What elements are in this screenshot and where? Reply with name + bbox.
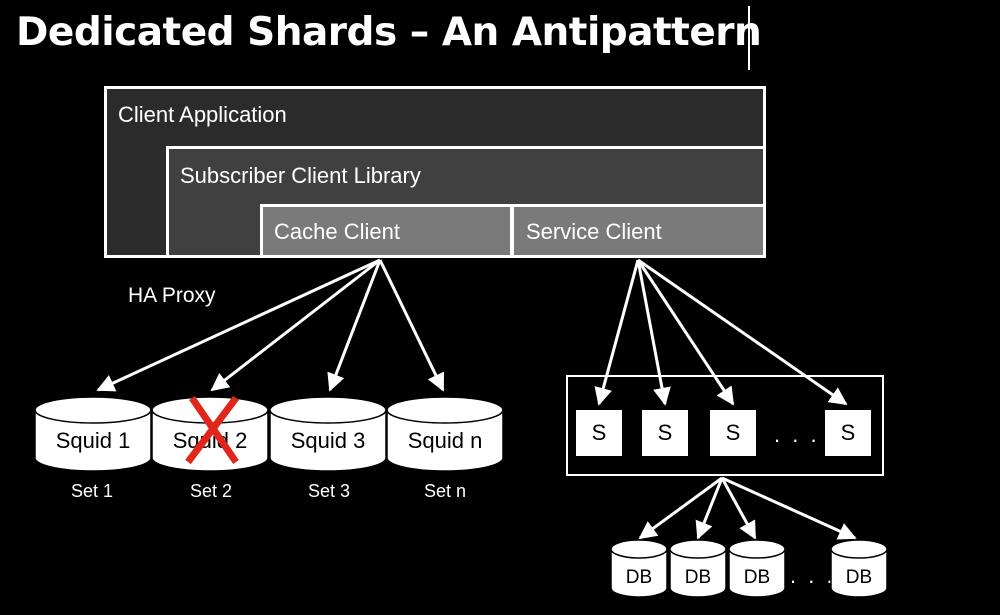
cache-client-box: Cache Client (260, 204, 513, 258)
service-ellipsis: . . . (774, 422, 820, 447)
db-cylinder: DB (669, 539, 727, 598)
arrow (695, 477, 724, 540)
ha-proxy-label: HA Proxy (128, 284, 216, 307)
db-label: DB (626, 567, 652, 588)
arrow (636, 259, 735, 406)
arrow (96, 258, 381, 392)
db-label: DB (685, 567, 711, 588)
subscriber-client-library-label: Subscriber Client Library (180, 163, 421, 188)
arrow (720, 477, 757, 540)
service-node: S (576, 410, 622, 456)
db-ellipsis: . . . (790, 563, 836, 588)
set-label: Set 2 (190, 481, 232, 501)
db-arrows (638, 476, 857, 540)
db-cylinder: DB (728, 539, 786, 598)
service-node: S (825, 410, 871, 456)
service-node: S (642, 410, 688, 456)
arrow (327, 259, 382, 392)
arrow (721, 476, 857, 540)
db-label: DB (744, 567, 770, 588)
arrow (637, 258, 848, 406)
squid-label: Squid n (408, 428, 483, 453)
slide-title: Dedicated Shards – An Antipattern (16, 10, 762, 55)
set-label: Set 1 (71, 481, 113, 501)
squid-cylinder: Squid 1 (34, 396, 152, 472)
arrow (378, 259, 445, 392)
squid-label: Squid 1 (56, 428, 131, 453)
squid-cylinder: Squid 3 (269, 396, 387, 472)
service-client-label: Service Client (526, 219, 662, 244)
arrow (638, 476, 723, 540)
service-group-box (566, 375, 884, 476)
arrow (636, 259, 671, 406)
squid-cylinder: Squid 2 (151, 396, 269, 472)
set-label: Set n (424, 481, 466, 501)
service-client-box: Service Client (511, 204, 766, 258)
client-application-label: Client Application (118, 102, 287, 127)
failure-x-icon (185, 395, 239, 465)
cache-client-label: Cache Client (274, 219, 400, 244)
db-cylinder: DB (610, 539, 668, 598)
text-cursor (748, 6, 750, 70)
arrow (594, 259, 640, 406)
db-cylinder: DB (830, 539, 888, 598)
cache-arrows (96, 258, 445, 392)
arrow (210, 258, 381, 392)
db-label: DB (846, 567, 872, 588)
set-label: Set 3 (308, 481, 350, 501)
squid-cylinder: Squid n (386, 396, 504, 472)
service-node: S (710, 410, 756, 456)
squid-label: Squid 3 (291, 428, 366, 453)
service-arrows (594, 258, 848, 406)
